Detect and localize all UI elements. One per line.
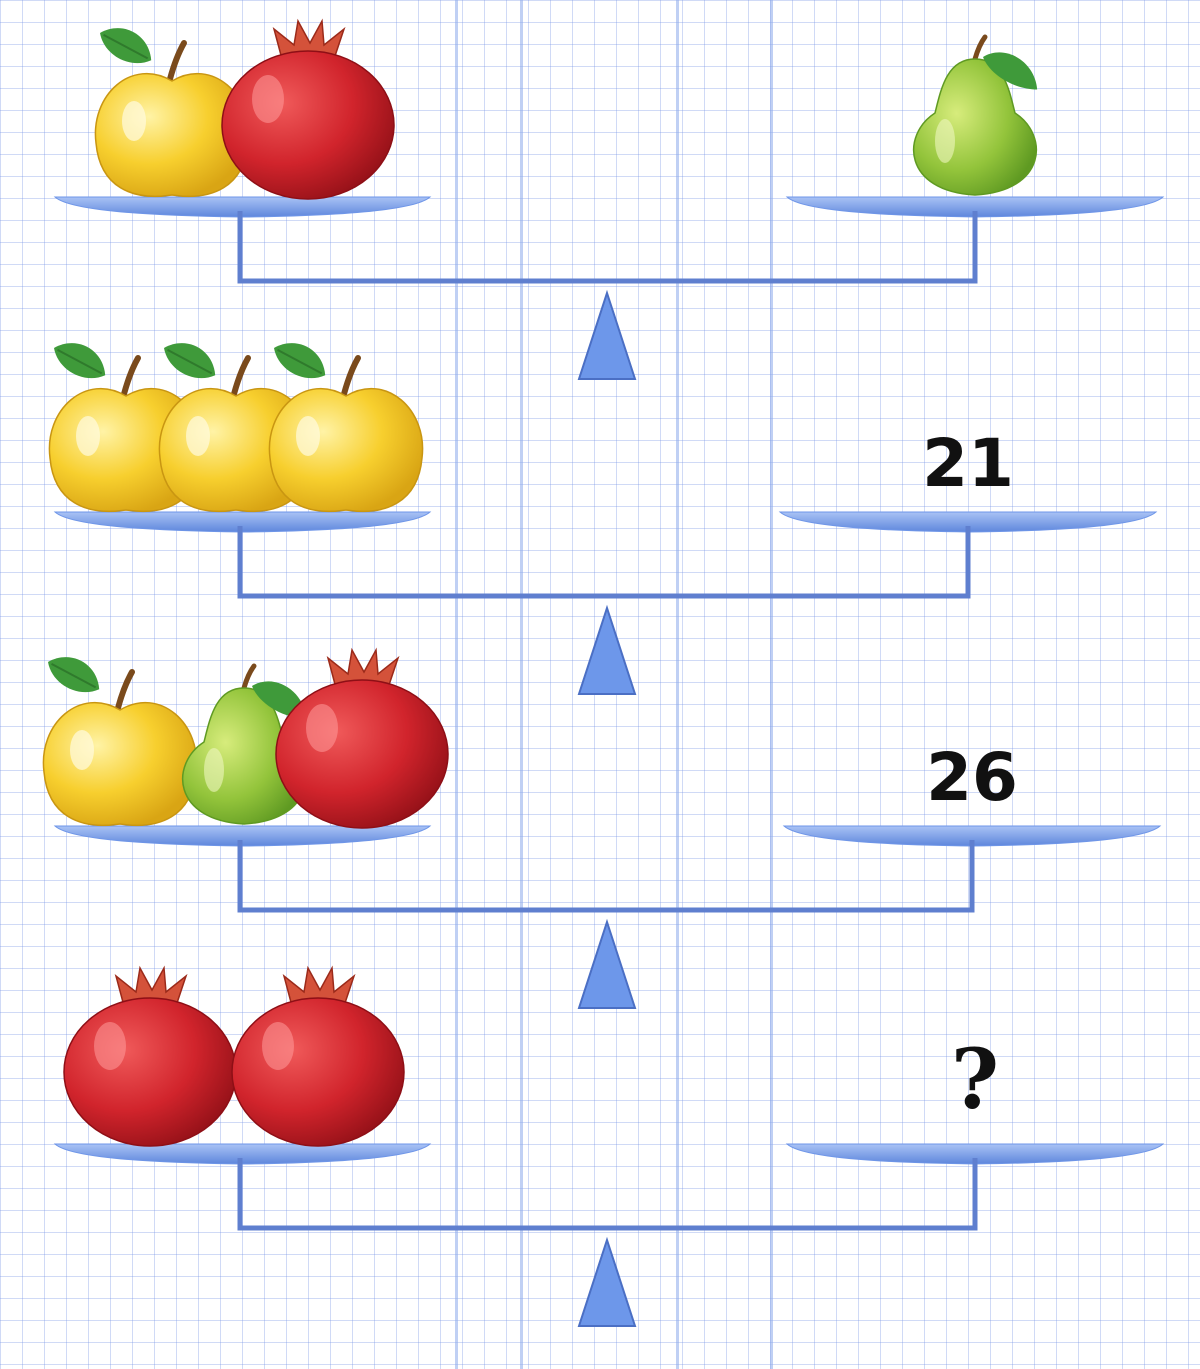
pear-icon (914, 37, 1046, 195)
pivot-triangle (579, 293, 635, 379)
unknown-value-label: ? (951, 1032, 999, 1128)
value-label: 21 (922, 425, 1014, 502)
pivot-triangle (579, 608, 635, 694)
pivot-triangle (579, 1240, 635, 1326)
pomegranate-icon (222, 21, 394, 199)
balance-beam (240, 526, 968, 596)
balance-beam (240, 211, 975, 281)
pomegranate-icon (232, 968, 404, 1146)
apple-icon (42, 647, 197, 825)
apple-icon (268, 333, 423, 511)
balance-beam (240, 840, 972, 910)
pomegranate-icon (64, 968, 236, 1146)
balance-beam (240, 1158, 975, 1228)
pivot-triangle (579, 922, 635, 1008)
value-label: 26 (926, 739, 1018, 816)
pomegranate-icon (276, 650, 448, 828)
